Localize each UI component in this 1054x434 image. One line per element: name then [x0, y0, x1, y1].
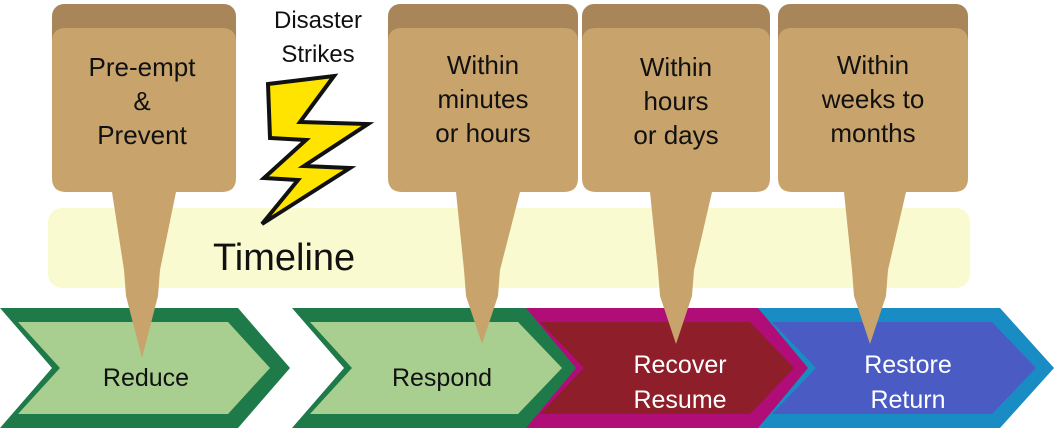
phase-respond: Respond — [292, 308, 582, 428]
timeline-band: Timeline — [48, 208, 970, 288]
phase-respond-label: Respond — [392, 364, 492, 392]
phase-recover: Recover Resume — [526, 308, 812, 428]
callout-weeks-line2: weeks to — [821, 84, 925, 114]
phase-reduce: Reduce — [0, 308, 290, 428]
phase-restore: Restore Return — [758, 308, 1054, 428]
callout-hours-line3: or days — [633, 120, 718, 150]
timeline-label: Timeline — [213, 237, 355, 279]
callout-hours-line1: Within — [640, 52, 712, 82]
phase-reduce-label: Reduce — [103, 364, 189, 392]
callout-pre-empt: Pre-empt & Prevent — [52, 4, 236, 358]
callout-weeks: Within weeks to months — [778, 4, 968, 344]
callout-minutes-line3: or hours — [435, 118, 530, 148]
callout-minutes-line1: Within — [447, 50, 519, 80]
callout-minutes-line2: minutes — [437, 84, 528, 114]
phase-recover-line2: Resume — [633, 386, 726, 414]
disaster-line2: Strikes — [281, 41, 354, 68]
callout-hours-line2: hours — [643, 86, 708, 116]
disaster-strikes: Disaster Strikes — [259, 7, 375, 226]
phase-restore-line1: Restore — [864, 351, 952, 379]
callout-minutes: Within minutes or hours — [388, 4, 578, 344]
phase-restore-line2: Return — [870, 386, 945, 414]
callout-pre-empt-line2: & — [133, 86, 150, 116]
callout-hours: Within hours or days — [582, 4, 770, 344]
lightning-bolt-icon — [259, 73, 375, 226]
phase-recover-line1: Recover — [633, 351, 726, 379]
callout-weeks-line1: Within — [837, 50, 909, 80]
callout-weeks-line3: months — [830, 118, 915, 148]
disaster-line1: Disaster — [274, 7, 362, 34]
callout-pre-empt-line3: Prevent — [97, 120, 187, 150]
callout-pre-empt-line1: Pre-empt — [89, 52, 197, 82]
